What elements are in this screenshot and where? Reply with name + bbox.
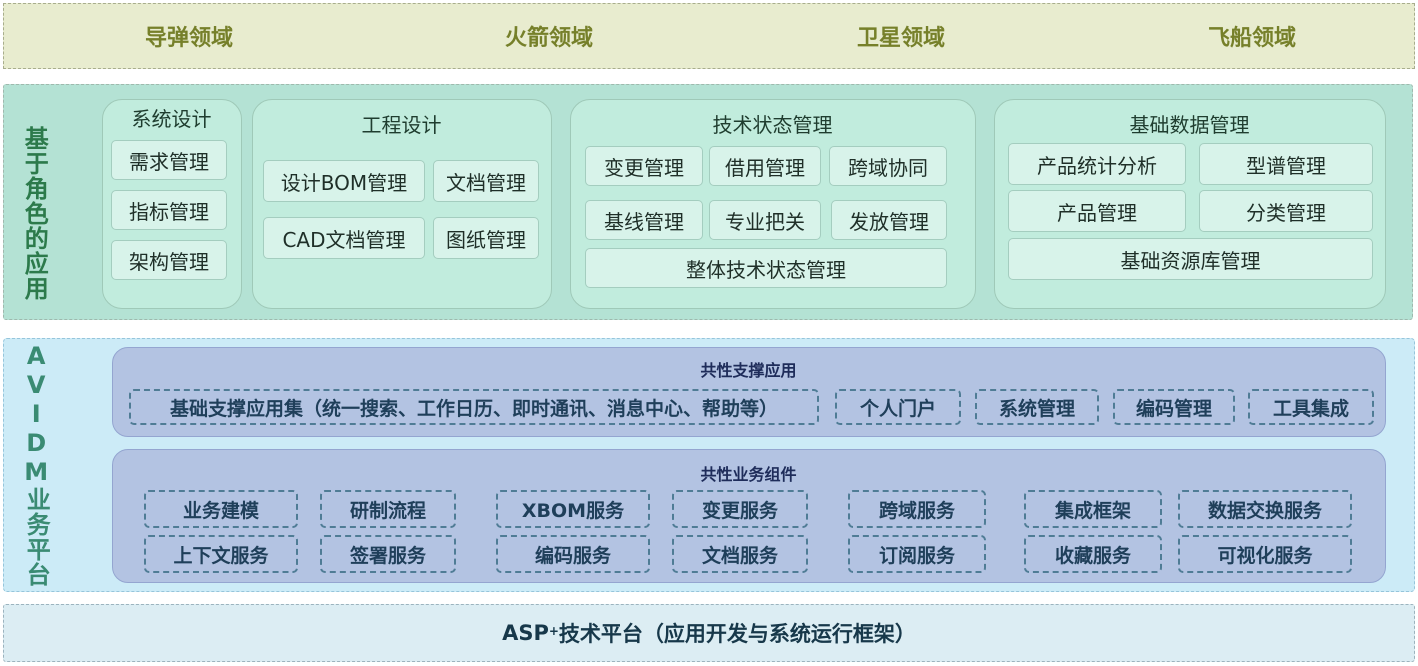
group-system-design: 系统设计 需求管理 指标管理 架构管理 (102, 99, 242, 309)
release-management[interactable]: 发放管理 (831, 200, 947, 240)
context-service[interactable]: 上下文服务 (144, 535, 298, 573)
design-bom-management[interactable]: 设计BOM管理 (263, 160, 425, 202)
role-application-band: 基于角色的应用 系统设计 需求管理 指标管理 架构管理 工程设计 设计BOM管理… (3, 84, 1413, 320)
domain-rocket[interactable]: 火箭领域 (504, 26, 593, 51)
document-management[interactable]: 文档管理 (433, 160, 539, 202)
business-modeling[interactable]: 业务建模 (144, 490, 298, 528)
classification-management[interactable]: 分类管理 (1199, 190, 1373, 232)
cross-domain-service[interactable]: 跨域服务 (848, 490, 986, 528)
baseline-management[interactable]: 基线管理 (585, 200, 703, 240)
avidm-platform-band: AVIDM业务平台 共性支撑应用 基础支撑应用集（统一搜索、工作日历、即时通讯、… (3, 338, 1415, 592)
group-base-data-title: 基础数据管理 (1129, 112, 1250, 137)
model-spectrum-management[interactable]: 型谱管理 (1199, 143, 1373, 185)
common-support-title: 共性支撑应用 (700, 361, 797, 380)
common-components-title: 共性业务组件 (700, 465, 797, 484)
group-engineering-design-title: 工程设计 (361, 112, 442, 137)
drawing-management[interactable]: 图纸管理 (433, 217, 539, 259)
cad-document-management[interactable]: CAD文档管理 (263, 217, 425, 259)
subscription-service[interactable]: 订阅服务 (848, 535, 986, 573)
system-management[interactable]: 系统管理 (975, 389, 1099, 425)
avidm-platform-title: AVIDM业务平台 (22, 341, 51, 587)
cross-domain-collaboration[interactable]: 跨域协同 (829, 146, 947, 186)
platform-superscript: + (548, 624, 559, 638)
role-application-title: 基于角色的应用 (20, 125, 49, 301)
change-service[interactable]: 变更服务 (672, 490, 808, 528)
group-tech-state-management: 技术状态管理 变更管理 借用管理 跨域协同 基线管理 专业把关 发放管理 整体技… (570, 99, 976, 309)
xbom-service[interactable]: XBOM服务 (496, 490, 650, 528)
document-service[interactable]: 文档服务 (672, 535, 808, 573)
coding-service[interactable]: 编码服务 (496, 535, 650, 573)
development-process[interactable]: 研制流程 (320, 490, 456, 528)
common-support-panel: 共性支撑应用 基础支撑应用集（统一搜索、工作日历、即时通讯、消息中心、帮助等） … (112, 347, 1386, 437)
product-statistics-analysis[interactable]: 产品统计分析 (1008, 143, 1186, 185)
change-management[interactable]: 变更管理 (585, 146, 703, 186)
domain-band: 导弹领域 火箭领域 卫星领域 飞船领域 (3, 3, 1415, 69)
indicator-management[interactable]: 指标管理 (111, 190, 227, 230)
borrow-management[interactable]: 借用管理 (709, 146, 821, 186)
platform-prefix: ASP (502, 621, 549, 645)
visualization-service[interactable]: 可视化服务 (1178, 535, 1352, 573)
asp-technology-platform: ASP+技术平台（应用开发与系统运行框架） (3, 604, 1415, 662)
overall-tech-state-management[interactable]: 整体技术状态管理 (585, 248, 947, 288)
domain-spacecraft[interactable]: 飞船领域 (1207, 26, 1296, 51)
base-resource-library-management[interactable]: 基础资源库管理 (1008, 238, 1373, 280)
integration-framework[interactable]: 集成框架 (1024, 490, 1162, 528)
requirement-management[interactable]: 需求管理 (111, 140, 227, 180)
group-system-design-title: 系统设计 (131, 106, 212, 131)
group-engineering-design: 工程设计 设计BOM管理 文档管理 CAD文档管理 图纸管理 (252, 99, 552, 309)
coding-management[interactable]: 编码管理 (1113, 389, 1235, 425)
architecture-management[interactable]: 架构管理 (111, 240, 227, 280)
favorites-service[interactable]: 收藏服务 (1024, 535, 1162, 573)
personal-portal[interactable]: 个人门户 (835, 389, 961, 425)
domain-satellite[interactable]: 卫星领域 (856, 26, 945, 51)
base-support-app-set[interactable]: 基础支撑应用集（统一搜索、工作日历、即时通讯、消息中心、帮助等） (129, 389, 819, 425)
group-tech-state-title: 技术状态管理 (712, 112, 833, 137)
tool-integration[interactable]: 工具集成 (1248, 389, 1374, 425)
signature-service[interactable]: 签署服务 (320, 535, 456, 573)
domain-missile[interactable]: 导弹领域 (144, 26, 233, 51)
common-components-panel: 共性业务组件 业务建模 研制流程 XBOM服务 变更服务 跨域服务 集成框架 数… (112, 449, 1386, 583)
platform-suffix: 技术平台（应用开发与系统运行框架） (558, 622, 916, 646)
professional-review[interactable]: 专业把关 (709, 200, 821, 240)
data-exchange-service[interactable]: 数据交换服务 (1178, 490, 1352, 528)
group-base-data-management: 基础数据管理 产品统计分析 型谱管理 产品管理 分类管理 基础资源库管理 (994, 99, 1386, 309)
product-management[interactable]: 产品管理 (1008, 190, 1186, 232)
